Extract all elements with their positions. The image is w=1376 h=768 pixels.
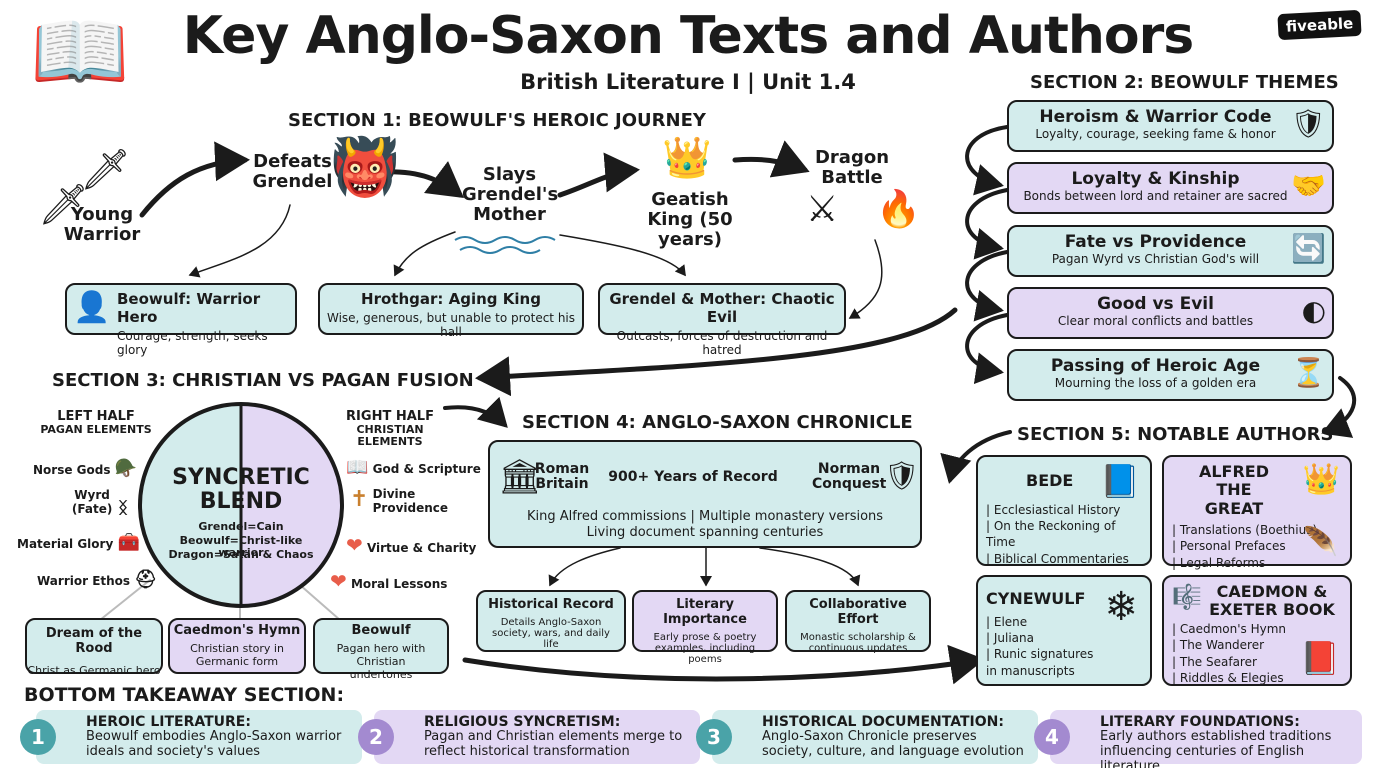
journey-step-defeats-grendel: Defeats Grendel bbox=[252, 151, 333, 192]
chronicle-line-2: Living document spanning centuries bbox=[586, 525, 824, 540]
takeaway-number: 4 bbox=[1034, 719, 1070, 755]
open-book-icon: 📖 bbox=[30, 5, 130, 98]
helmet-icon: ⛑ bbox=[134, 569, 158, 590]
chronicle-start: Roman Britain bbox=[534, 461, 590, 493]
harp-icon: 🎼 bbox=[1172, 583, 1202, 611]
theme-fate: Fate vs Providence Pagan Wyrd vs Christi… bbox=[1007, 225, 1334, 277]
christian-item-god-scripture: 📖 God & Scripture bbox=[346, 457, 481, 478]
author-card-cynewulf: CYNEWULF ❄ Elene Juliana Runic signature… bbox=[976, 575, 1152, 686]
takeaway-3: 3 HISTORICAL DOCUMENTATION: Anglo-Saxon … bbox=[696, 710, 1038, 764]
chronicle-card-historical: Historical Record Details Anglo-Saxon so… bbox=[476, 590, 626, 652]
takeaways-heading: BOTTOM TAKEAWAY SECTION: bbox=[24, 684, 345, 706]
author-card-bede: BEDE 📘 Ecclesiastical History On the Rec… bbox=[976, 455, 1152, 566]
section2-heading: SECTION 2: BEOWULF THEMES bbox=[1030, 72, 1339, 93]
column-icon: 🏛 bbox=[498, 457, 542, 497]
syncretic-line-3: Dragon=Satan & Chaos bbox=[168, 548, 314, 561]
book-icon: 📖 bbox=[346, 457, 369, 478]
monster-icon: 👹 bbox=[330, 135, 400, 200]
section3-heading: SECTION 3: CHRISTIAN VS PAGAN FUSION bbox=[52, 370, 474, 391]
shield-icon: 🛡 bbox=[884, 459, 920, 492]
takeaway-number: 1 bbox=[20, 719, 56, 755]
character-card-grendel: Grendel & Mother: Chaotic Evil Outcasts,… bbox=[598, 283, 846, 357]
syncretic-line-1: Grendel=Cain bbox=[198, 520, 284, 533]
takeaway-2: 2 RELIGIOUS SYNCRETISM: Pagan and Christ… bbox=[358, 710, 700, 764]
theme-good-evil: Good vs Evil Clear moral conflicts and b… bbox=[1007, 287, 1334, 339]
pagan-item-material-glory: Material Glory 🧰 bbox=[17, 532, 140, 553]
takeaway-number: 2 bbox=[358, 719, 394, 755]
book-quill-icon: 📘 bbox=[1100, 462, 1140, 500]
theme-heroism: Heroism & Warrior Code Loyalty, courage,… bbox=[1007, 100, 1334, 152]
crown-icon: 👑 bbox=[662, 135, 712, 181]
cross-icon: ✝ bbox=[350, 487, 369, 512]
handshake-icon: 🤝 bbox=[1291, 169, 1326, 202]
page-title: Key Anglo-Saxon Texts and Authors bbox=[182, 6, 1194, 66]
character-card-beowulf: 👤 Beowulf: Warrior Hero Courage, strengt… bbox=[65, 283, 297, 357]
christian-item-moral-lessons: ❤ Moral Lessons bbox=[330, 569, 448, 593]
chronicle-panel bbox=[488, 440, 922, 548]
treasure-chest-icon: 🧰 bbox=[117, 532, 140, 553]
takeaway-1: 1 HEROIC LITERATURE: Beowulf embodies An… bbox=[20, 710, 362, 764]
chronicle-end: Norman Conquest bbox=[812, 461, 887, 493]
work-card-caedmon: Caedmon's Hymn Christian story in German… bbox=[168, 618, 306, 674]
chronicle-timeline-label: 900+ Years of Record bbox=[608, 469, 778, 485]
author-card-caedmon-exeter: 🎼 CAEDMON & EXETER BOOK Caedmon's Hymn T… bbox=[1162, 575, 1352, 686]
syncretic-line-2: Beowulf=Christ-like warrior bbox=[179, 534, 303, 560]
shield-swords-icon: 🛡 bbox=[1290, 107, 1326, 140]
syncretic-title: SYNCRETIC BLEND bbox=[172, 465, 310, 515]
brand-logo: fiveable bbox=[1277, 9, 1362, 41]
journey-step-geatish-king: Geatish King (50 years) bbox=[647, 189, 733, 250]
journey-step-young-warrior: Young Warrior bbox=[63, 204, 141, 245]
section1-heading: SECTION 1: BEOWULF'S HEROIC JOURNEY bbox=[288, 110, 706, 131]
heart-icon: ❤ bbox=[346, 533, 363, 557]
sword-icon: 🗡 bbox=[38, 182, 89, 228]
left-half-title: LEFT HALF PAGAN ELEMENTS bbox=[40, 409, 152, 437]
character-card-hrothgar: Hrothgar: Aging King Wise, generous, but… bbox=[318, 283, 584, 339]
sword-icon: 🗡 bbox=[80, 147, 131, 193]
rune-icon: ᛝ bbox=[118, 498, 128, 517]
theme-heroic-age: Passing of Heroic Age Mourning the loss … bbox=[1007, 349, 1334, 401]
pagan-item-norse-gods: Norse Gods 🪖 bbox=[33, 458, 138, 479]
author-card-alfred: ALFRED THE GREAT 👑 Translations (Boethiu… bbox=[1162, 455, 1352, 570]
heart-icon: ❤ bbox=[330, 569, 347, 593]
journey-step-slays-mother: Slays Grendel's Mother bbox=[462, 164, 559, 225]
theme-loyalty: Loyalty & Kinship Bonds between lord and… bbox=[1007, 162, 1334, 214]
warrior-avatar-icon: 👤 bbox=[73, 290, 111, 325]
section5-heading: SECTION 5: NOTABLE AUTHORS bbox=[1017, 424, 1334, 445]
work-card-dream-of-rood: Dream of the Rood Christ as Germanic her… bbox=[25, 618, 163, 677]
takeaway-number: 3 bbox=[696, 719, 732, 755]
hourglass-icon: ⏳ bbox=[1291, 356, 1326, 389]
manuscript-icon: 📕 bbox=[1300, 639, 1340, 677]
quill-icon: 🪶 bbox=[1303, 525, 1338, 558]
crown-icon: 👑 bbox=[1302, 462, 1340, 497]
page-subtitle: British Literature I | Unit 1.4 bbox=[520, 70, 856, 94]
christian-item-virtue-charity: ❤ Virtue & Charity bbox=[346, 533, 477, 557]
takeaway-4: 4 LITERARY FOUNDATIONS: Early authors es… bbox=[1034, 710, 1362, 768]
right-half-title: RIGHT HALF CHRISTIAN ELEMENTS bbox=[346, 409, 434, 449]
chronicle-line-1: King Alfred commissions | Multiple monas… bbox=[526, 509, 884, 524]
fire-icon: 🔥 bbox=[876, 189, 921, 230]
pagan-item-warrior-ethos: Warrior Ethos ⛑ bbox=[37, 569, 158, 590]
syncretic-circle bbox=[138, 402, 344, 608]
cycle-icon: 🔄 bbox=[1291, 232, 1326, 265]
battle-icon: ⚔ bbox=[806, 189, 839, 230]
pagan-item-wyrd: Wyrd (Fate) ᛝ bbox=[71, 488, 128, 517]
chronicle-card-literary: Literary Importance Early prose & poetry… bbox=[632, 590, 778, 665]
section4-heading: SECTION 4: ANGLO-SAXON CHRONICLE bbox=[522, 412, 913, 433]
christian-item-divine-providence: ✝ Divine Providence bbox=[350, 487, 449, 515]
viking-helmet-icon: 🪖 bbox=[114, 458, 138, 479]
journey-step-dragon-battle: Dragon Battle bbox=[814, 147, 890, 188]
work-card-beowulf: Beowulf Pagan hero with Christian undert… bbox=[313, 618, 449, 681]
half-circle-icon: ◐ bbox=[1301, 294, 1326, 327]
rune-symbol-icon: ❄ bbox=[1104, 584, 1138, 630]
chronicle-card-collaborative: Collaborative Effort Monastic scholarshi… bbox=[785, 590, 931, 654]
